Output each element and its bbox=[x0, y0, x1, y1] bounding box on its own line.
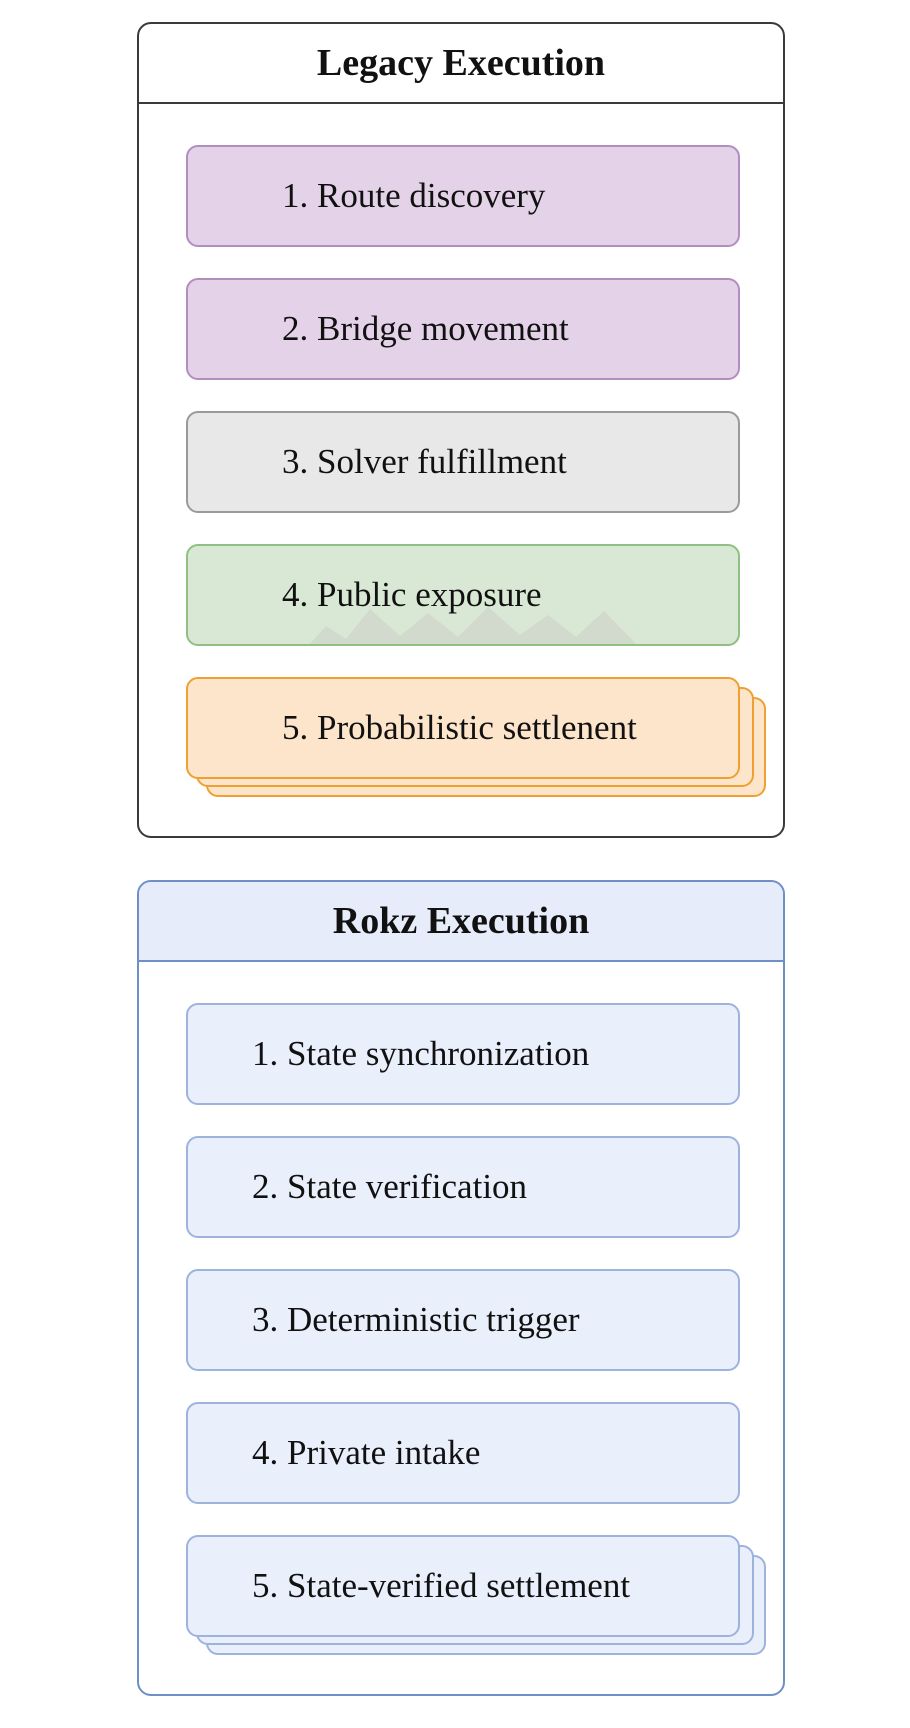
legacy-execution-panel: Legacy Execution 1. Route discovery 2. B… bbox=[137, 22, 785, 838]
legacy-step-1: 1. Route discovery bbox=[186, 145, 740, 247]
rokz-step-1: 1. State synchronization bbox=[186, 1003, 740, 1105]
legacy-execution-title: Legacy Execution bbox=[139, 24, 783, 104]
legacy-step-2: 2. Bridge movement bbox=[186, 278, 740, 380]
rokz-step-4: 4. Private intake bbox=[186, 1402, 740, 1504]
rokz-step-2: 2. State verification bbox=[186, 1136, 740, 1238]
rokz-execution-panel: Rokz Execution 1. State synchronization … bbox=[137, 880, 785, 1696]
legacy-step-4: 4. Public exposure bbox=[186, 544, 740, 646]
rokz-execution-title: Rokz Execution bbox=[139, 882, 783, 962]
rokz-step-3: 3. Deterministic trigger bbox=[186, 1269, 740, 1371]
legacy-step-5: 5. Probabilistic settlenent bbox=[186, 677, 740, 779]
rokz-step-5: 5. State-verified settlement bbox=[186, 1535, 740, 1637]
legacy-step-4-label: 4. Public exposure bbox=[282, 575, 542, 614]
legacy-step-3: 3. Solver fulfillment bbox=[186, 411, 740, 513]
